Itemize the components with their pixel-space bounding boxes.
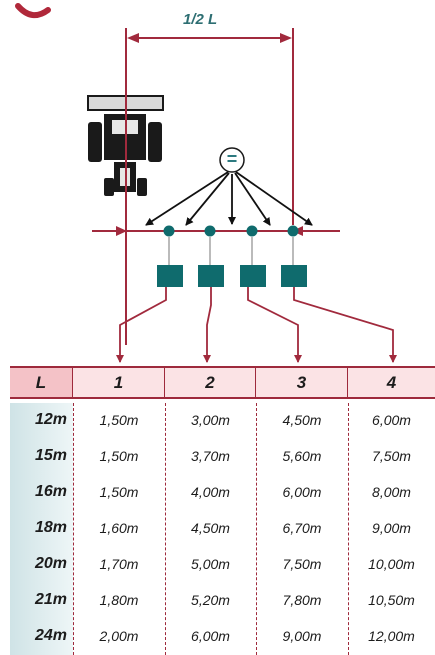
row-value-2: 3,70m — [191, 448, 230, 464]
row-value-1: 2,00m — [99, 628, 139, 644]
table-row: 24m 2,00m 6,00m 9,00m 12,00m — [10, 619, 435, 653]
row-value-4: 7,50m — [372, 448, 411, 464]
logo-fragment — [15, 3, 51, 19]
leader-lines — [116, 287, 397, 363]
row-value-3: 5,60m — [282, 448, 322, 464]
row-value-4: 12,00m — [368, 628, 415, 644]
spacing-diagram — [15, 3, 397, 363]
equal-sign-label: = — [226, 149, 238, 169]
row-value-2: 3,00m — [191, 412, 230, 428]
row-value-4: 8,00m — [372, 484, 411, 500]
row-value-2: 6,00m — [191, 628, 230, 644]
row-length: 24m — [34, 627, 67, 644]
row-length: 16m — [34, 483, 67, 500]
table-row: 12m 1,50m 3,00m 4,50m 6,00m — [10, 403, 435, 437]
nozzle-blocks — [157, 265, 307, 287]
row-value-2: 5,00m — [191, 556, 230, 572]
nozzle-points — [163, 225, 299, 237]
row-value-1: 1,50m — [99, 484, 139, 500]
header-2: 2 — [165, 368, 256, 397]
row-value-1: 1,60m — [99, 520, 139, 536]
table-row: 20m 1,70m 5,00m 7,50m 10,00m — [10, 547, 435, 581]
half-l-arrow-left — [127, 33, 139, 43]
row-length: 18m — [34, 519, 67, 536]
row-length: 15m — [34, 447, 67, 464]
row-value-3: 9,00m — [282, 628, 322, 644]
table-row: 21m 1,80m 5,20m 7,80m 10,50m — [10, 583, 435, 617]
row-value-4: 10,50m — [368, 592, 415, 608]
row-value-3: 4,50m — [282, 412, 322, 428]
header-4: 4 — [386, 373, 397, 392]
row-length: 20m — [34, 555, 67, 572]
row-value-3: 7,80m — [282, 592, 322, 608]
row-value-1: 1,50m — [99, 448, 139, 464]
row-value-2: 4,50m — [191, 520, 230, 536]
row-value-2: 5,20m — [191, 592, 230, 608]
row-value-1: 1,50m — [99, 412, 139, 428]
half-l-arrow-right — [280, 33, 292, 43]
table-row: 18m 1,60m 4,50m 6,70m 9,00m — [10, 511, 435, 545]
row-length: 21m — [34, 591, 67, 608]
row-value-4: 9,00m — [372, 520, 411, 536]
row-value-1: 1,80m — [99, 592, 139, 608]
table-row: 15m 1,50m 3,70m 5,60m 7,50m — [10, 439, 435, 473]
row-value-3: 6,70m — [282, 520, 322, 536]
row-value-4: 6,00m — [372, 412, 411, 428]
half-length-label: 1/2 L — [183, 11, 218, 28]
row-value-3: 7,50m — [282, 556, 322, 572]
row-value-1: 1,70m — [99, 556, 139, 572]
table-header-row: L 1 2 3 4 — [10, 366, 435, 399]
boom-arrow-left — [116, 226, 127, 236]
header-3: 3 — [256, 368, 348, 397]
equal-arrows — [145, 171, 313, 226]
row-value-3: 6,00m — [282, 484, 322, 500]
length-column-bg — [10, 403, 73, 655]
half-l-dimension — [125, 28, 294, 225]
row-value-4: 10,00m — [368, 556, 415, 572]
header-1: 1 — [73, 368, 165, 397]
row-length: 12m — [34, 411, 67, 428]
table-row: 16m 1,50m 4,00m 6,00m 8,00m — [10, 475, 435, 509]
header-l: L — [10, 368, 73, 397]
equal-circle — [219, 147, 245, 173]
row-value-2: 4,00m — [191, 484, 230, 500]
